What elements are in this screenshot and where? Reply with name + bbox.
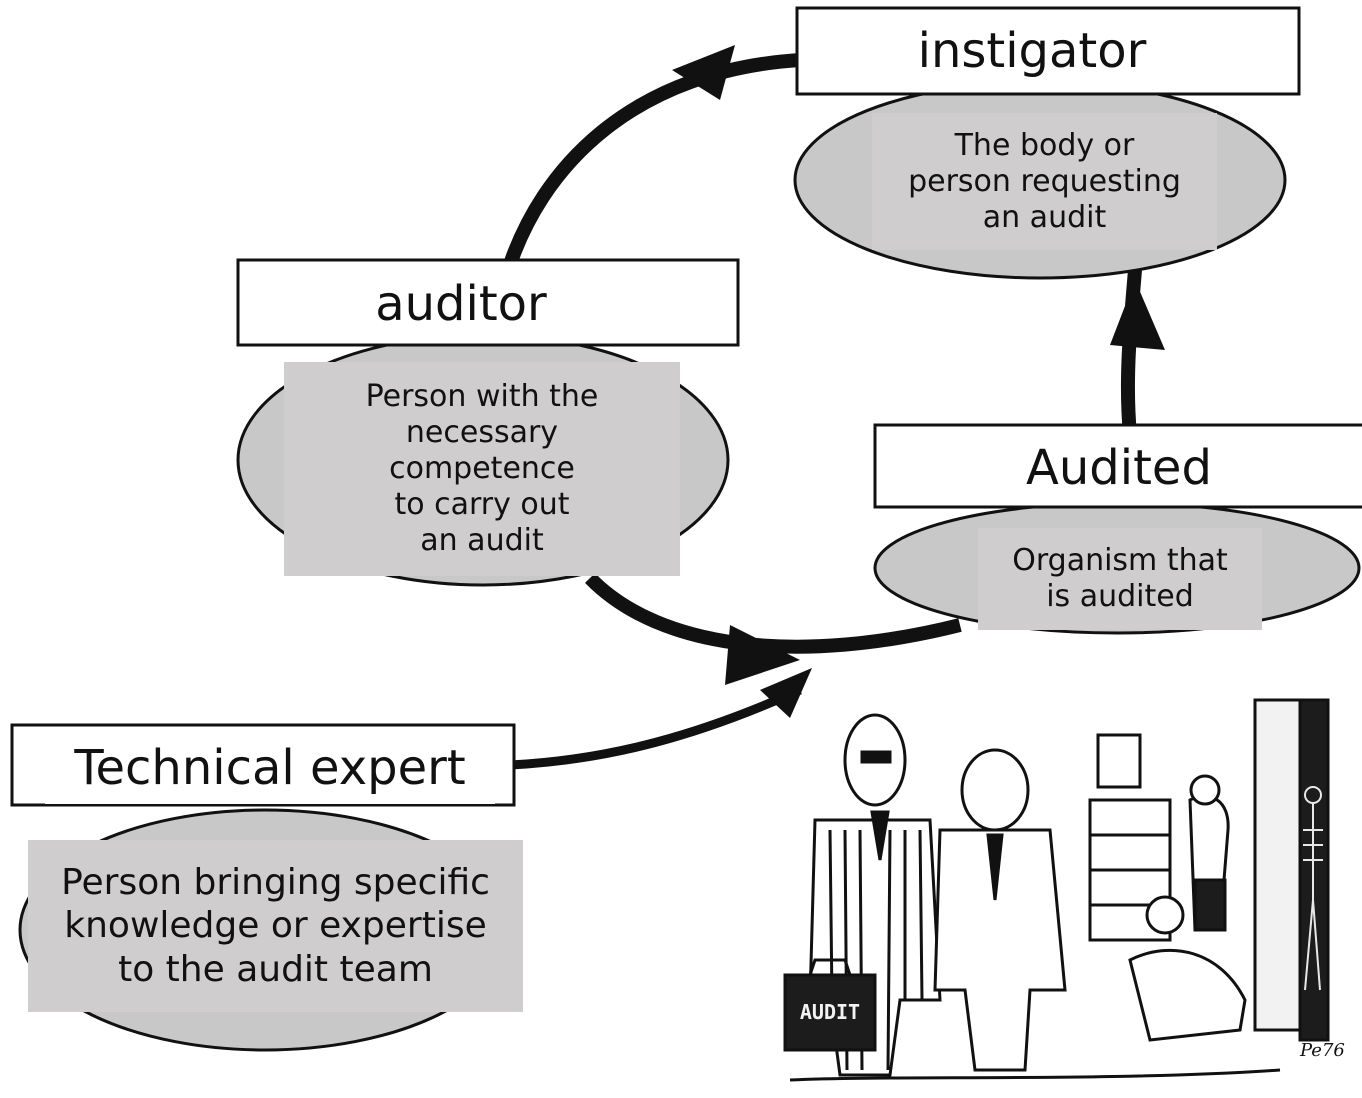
arrow-head-up — [1110, 280, 1165, 350]
auditor-title: auditor — [355, 268, 567, 340]
instigator-description: The body or person requesting an audit — [872, 113, 1217, 250]
cartoonist-signature: Pe76 — [1300, 1040, 1345, 1061]
technical-expert-title: Technical expert — [45, 732, 495, 804]
audited-title: Audited — [1005, 432, 1233, 504]
technical-expert-description: Person bringing specific knowledge or ex… — [28, 840, 523, 1012]
hiding-figures — [1128, 774, 1247, 1042]
skeleton — [1303, 786, 1323, 991]
host-figure — [933, 748, 1067, 1072]
arrow-head-instigator — [672, 45, 735, 100]
wall-picture — [1096, 733, 1142, 789]
arrow-head-expert — [760, 668, 812, 718]
briefcase — [783, 973, 877, 1052]
instigator-title: instigator — [873, 15, 1191, 87]
arrow-auditor-to-instigator — [498, 53, 801, 282]
briefcase-label: AUDIT — [799, 1000, 861, 1024]
cartoon-illustration — [783, 698, 1330, 1082]
audited-description: Organism that is audited — [978, 528, 1262, 630]
auditor-description: Person with the necessary competence to … — [284, 362, 680, 576]
arrow-head-right — [725, 625, 800, 685]
arrow-expert-to-cycle — [509, 685, 802, 770]
